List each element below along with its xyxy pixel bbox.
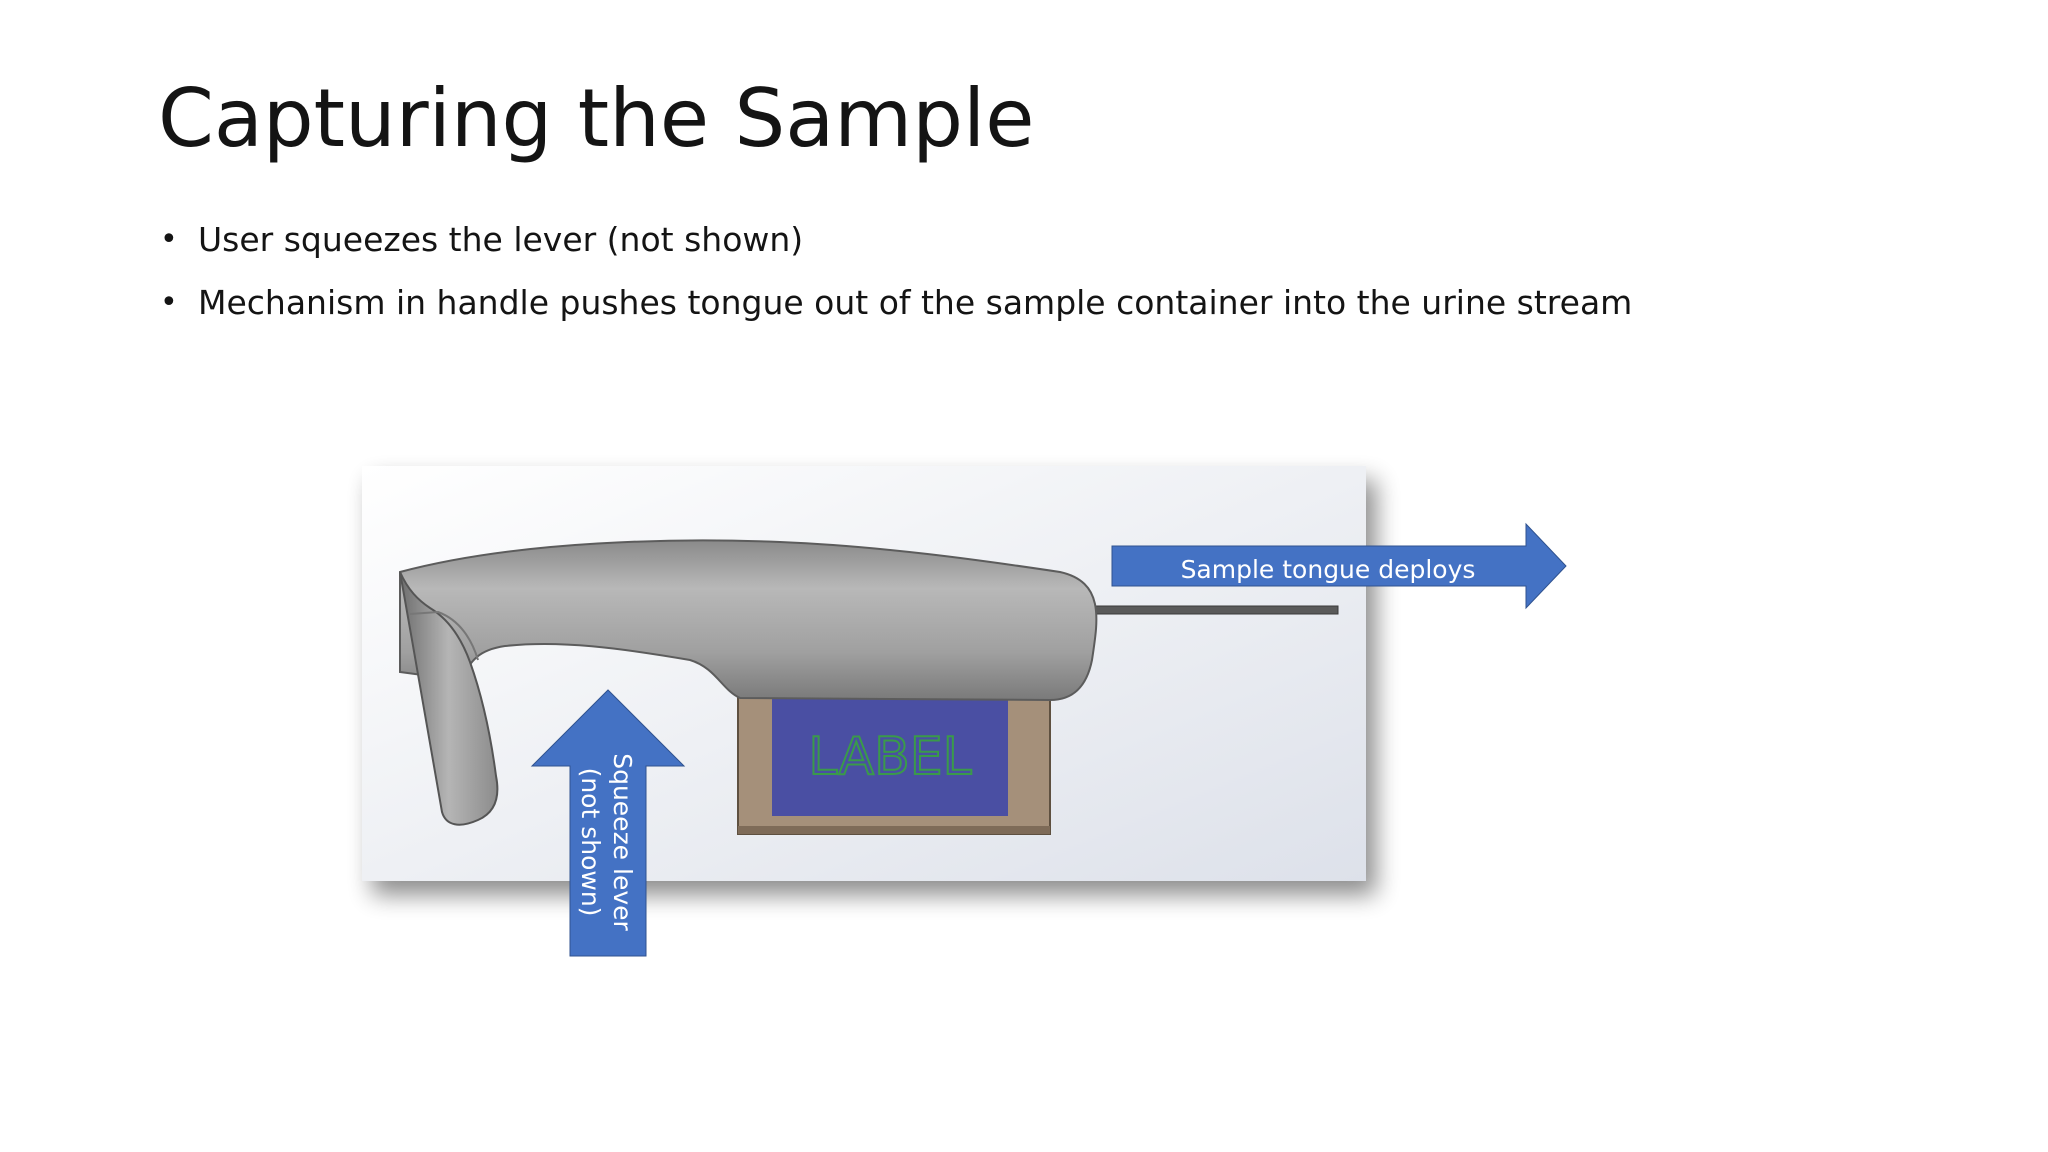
handle-body bbox=[399, 539, 1098, 702]
label-panel bbox=[772, 698, 1008, 816]
slide-title: Capturing the Sample bbox=[158, 72, 1035, 165]
bullet-icon: • bbox=[160, 285, 178, 320]
container-base bbox=[738, 826, 1050, 834]
grip-edge bbox=[409, 610, 479, 661]
lever-arrow bbox=[530, 689, 686, 957]
bullet-item: • Mechanism in handle pushes tongue out … bbox=[158, 281, 1632, 344]
bullet-text: Mechanism in handle pushes tongue out of… bbox=[198, 283, 1633, 322]
tongue-arrow-label: Sample tongue deploys bbox=[1181, 555, 1476, 584]
bullet-item: • User squeezes the lever (not shown) bbox=[158, 218, 1632, 281]
handle-grip bbox=[399, 571, 499, 826]
bullet-list: • User squeezes the lever (not shown) • … bbox=[158, 218, 1632, 344]
tongue-arrow bbox=[1111, 522, 1567, 610]
lever-arrow-label-line1: Squeeze lever bbox=[608, 753, 637, 931]
label-text: LABEL bbox=[808, 727, 971, 787]
lever-arrow-label-line2: (not shown) bbox=[576, 768, 605, 917]
bullet-text: User squeezes the lever (not shown) bbox=[198, 220, 804, 259]
sample-tongue bbox=[1089, 605, 1339, 615]
bullet-icon: • bbox=[160, 222, 178, 257]
